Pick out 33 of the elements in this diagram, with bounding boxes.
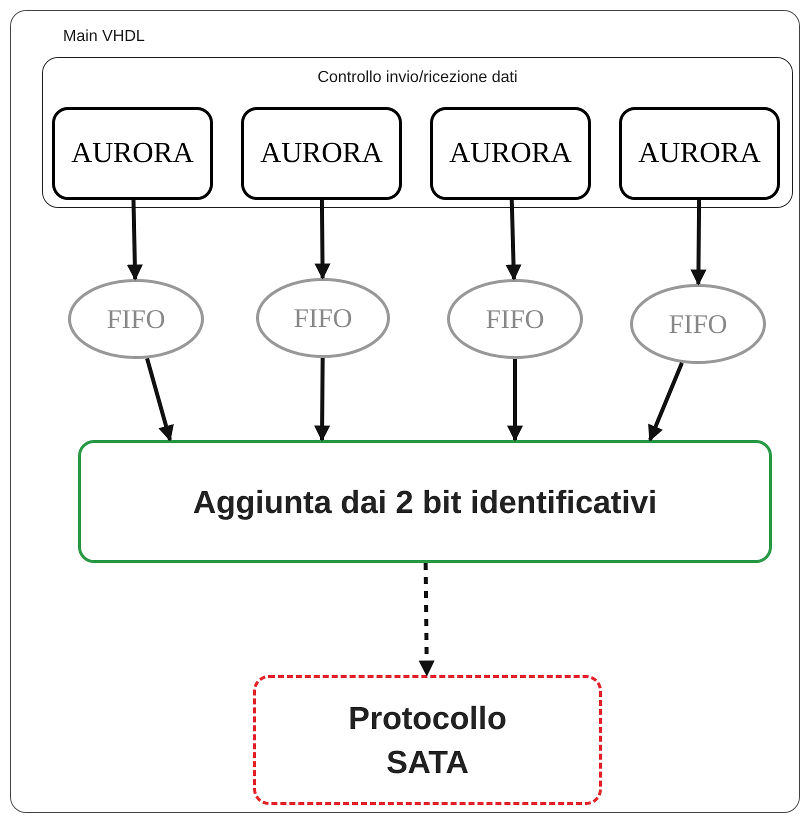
- process-box: [78, 440, 772, 563]
- node-label: FIFO: [668, 308, 728, 341]
- arrow: [648, 362, 684, 442]
- node-label: AURORA: [71, 136, 194, 171]
- outer-frame: [10, 10, 800, 813]
- arrow: [507, 359, 523, 442]
- node-label: AURORA: [638, 136, 761, 171]
- node-label: FIFO: [294, 302, 352, 335]
- dashed-box: [253, 675, 602, 805]
- group-title: Controllo invio/ricezione dati: [316, 68, 519, 88]
- fifo-ellipse: [256, 278, 390, 358]
- arrow: [314, 200, 330, 280]
- module-box: [241, 107, 402, 200]
- module-box: [430, 107, 591, 200]
- module-box: [52, 107, 213, 200]
- group-box: [42, 57, 793, 208]
- node-label: AURORA: [449, 136, 572, 171]
- group-title: Main VHDL: [63, 27, 145, 47]
- arrow: [418, 562, 435, 677]
- arrow: [145, 358, 174, 442]
- arrow: [690, 200, 706, 286]
- node-label: Protocollo SATA: [347, 699, 508, 782]
- node-label: AURORA: [260, 136, 383, 171]
- module-box: [619, 107, 780, 200]
- fifo-ellipse: [68, 279, 204, 359]
- node-label: Aggiunta dai 2 bit identificativi: [192, 482, 658, 522]
- arrow: [506, 200, 522, 281]
- node-label: FIFO: [486, 302, 544, 336]
- arrow: [314, 358, 330, 442]
- fifo-ellipse: [630, 284, 766, 364]
- node-label: FIFO: [106, 302, 166, 336]
- arrow: [126, 200, 143, 281]
- fifo-ellipse: [447, 279, 583, 359]
